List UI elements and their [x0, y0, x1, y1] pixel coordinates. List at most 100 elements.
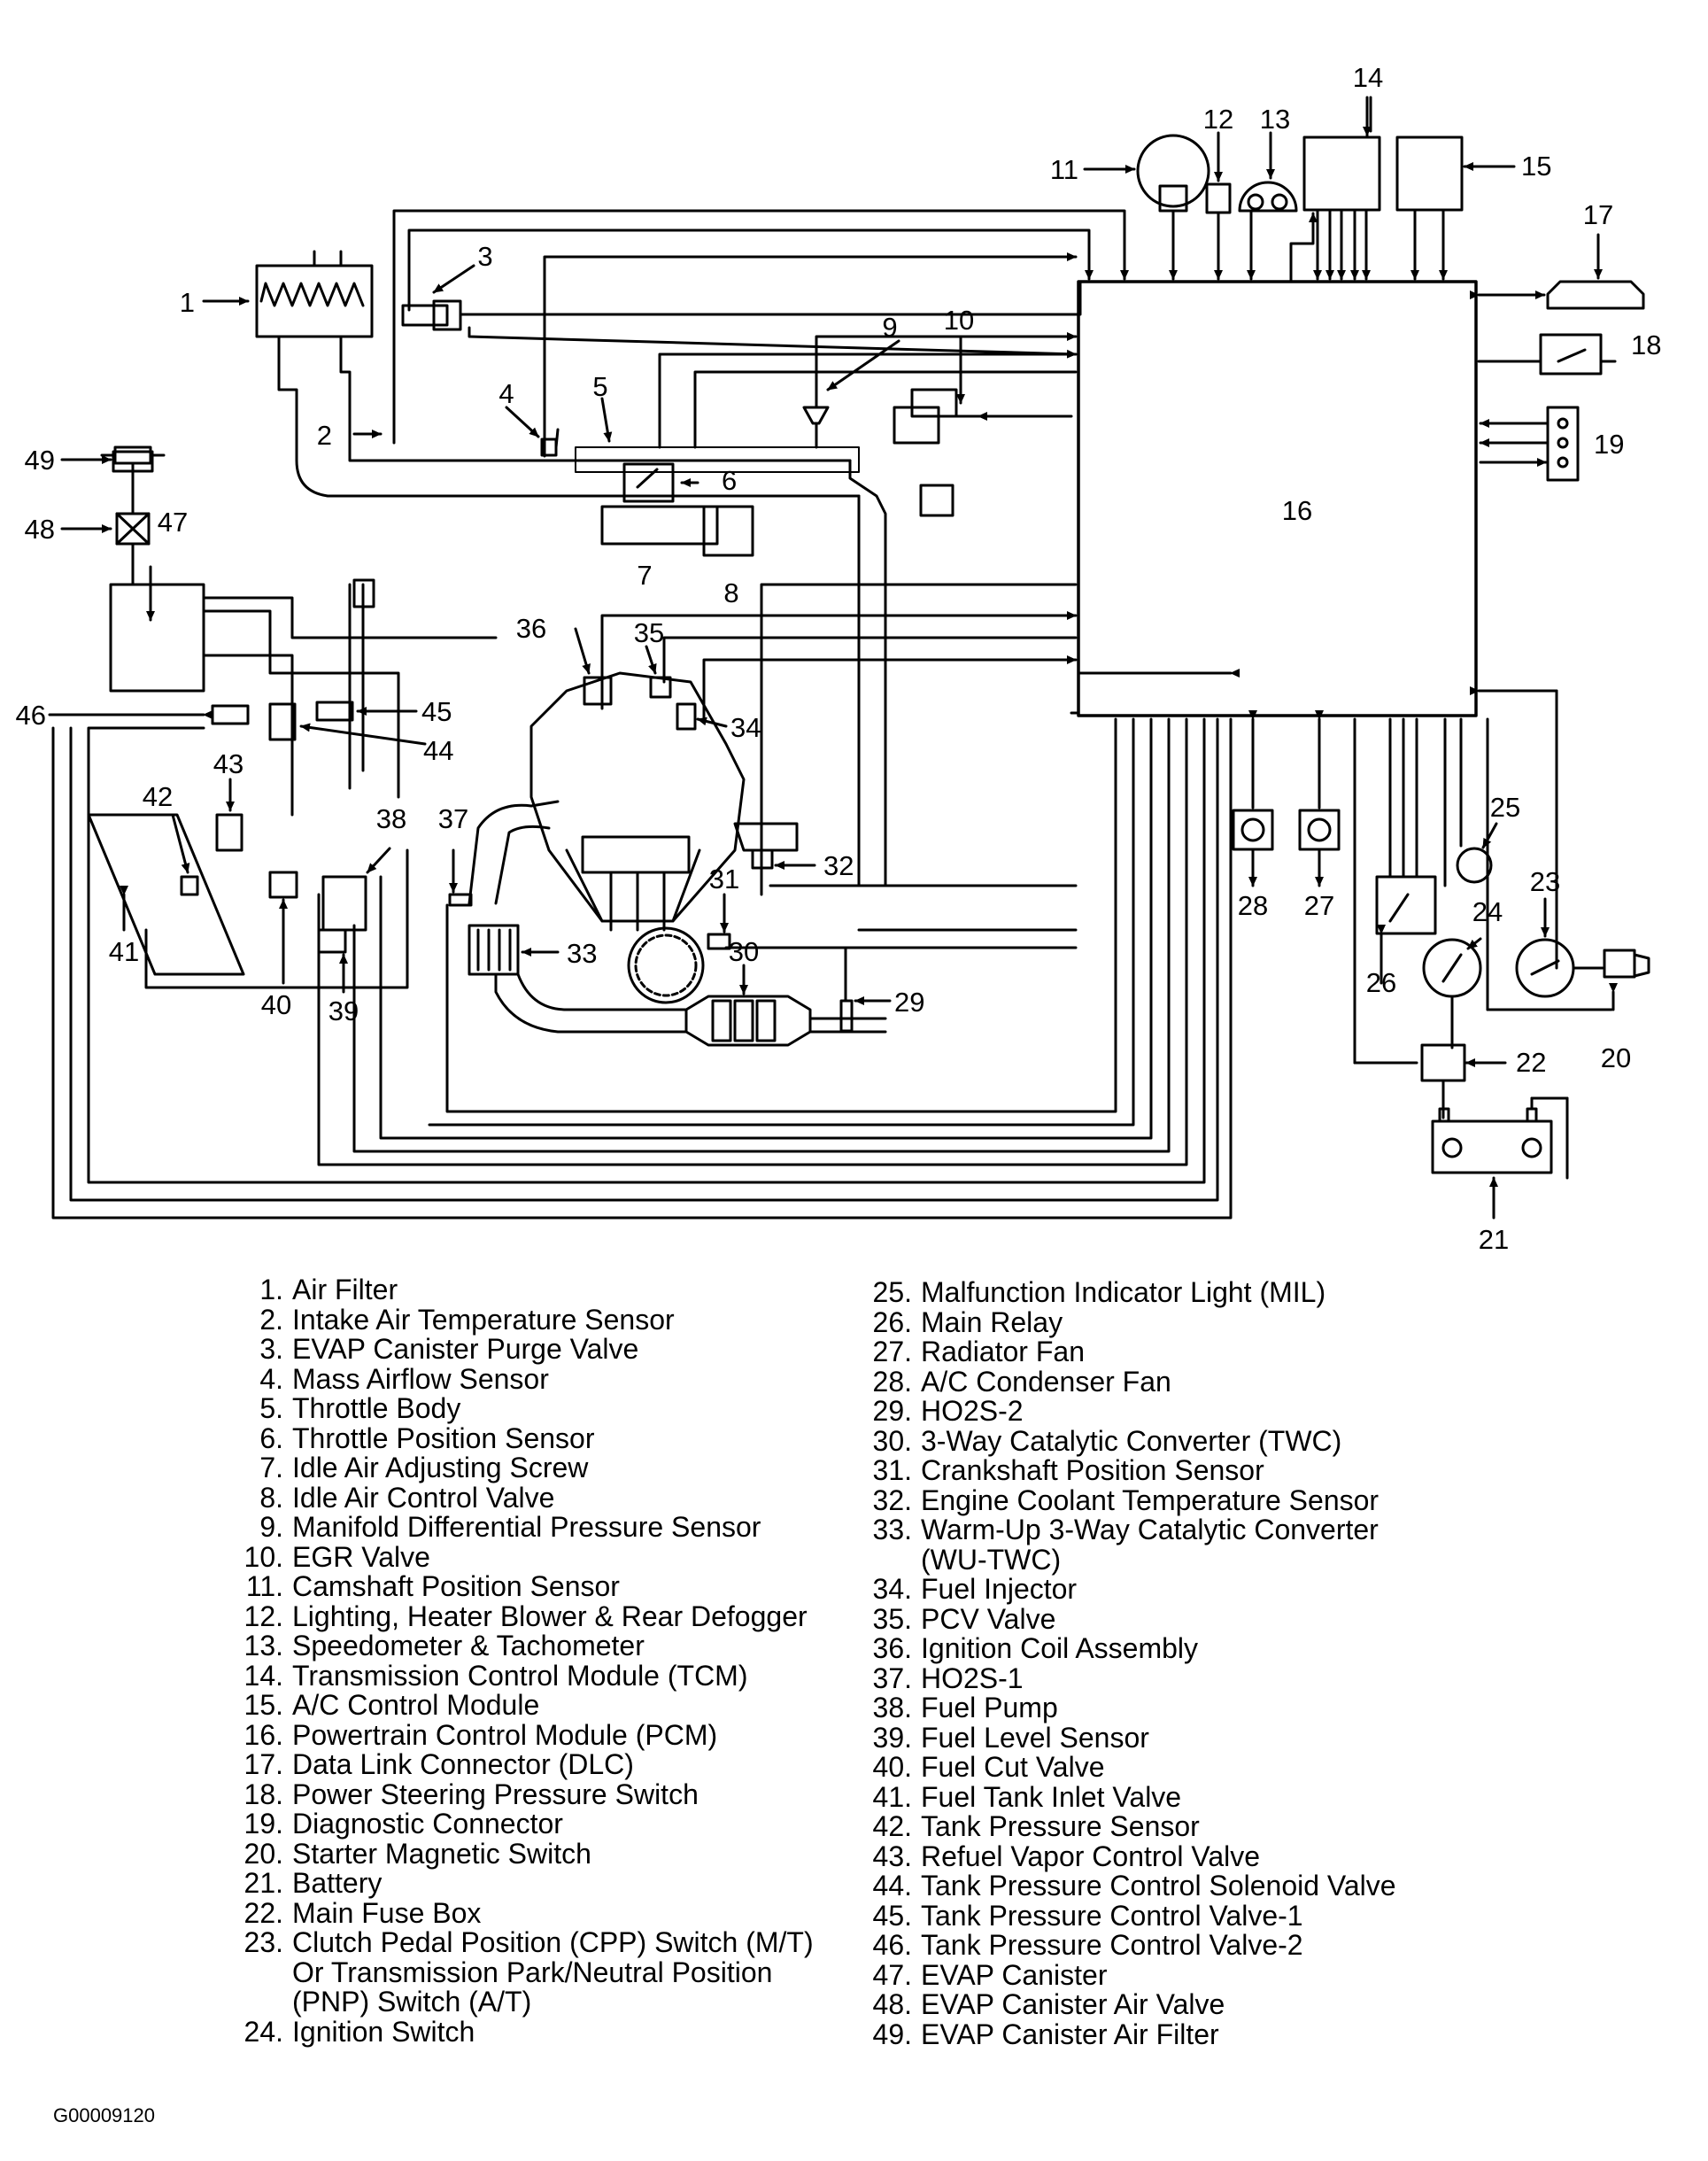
legend-right-column: 25.Malfunction Indicator Light (MIL)26.M… [841, 1276, 1396, 2050]
legend-item-label: Or Transmission Park/Neutral Position [292, 1956, 773, 1988]
pcm-box [1077, 280, 1478, 717]
legend-item-label: Tank Pressure Control Solenoid Valve [921, 1870, 1396, 1902]
tcm-box [1302, 136, 1381, 212]
callout-6: 6 [722, 465, 737, 496]
legend-item: 46.Tank Pressure Control Valve-2 [841, 1930, 1396, 1961]
legend-item-label: Battery [292, 1867, 383, 1899]
legend-item-number: 13. [243, 1630, 283, 1661]
legend-item-label: Air Filter [292, 1274, 398, 1305]
legend-item-label: PCV Valve [921, 1602, 1056, 1635]
legend-item-label: Powertrain Control Module (PCM) [292, 1718, 718, 1751]
legend-item: 8.Idle Air Control Valve [213, 1483, 814, 1514]
legend-item-number: 37. [872, 1661, 912, 1694]
legend-item-label: HO2S-2 [921, 1395, 1024, 1427]
legend-item-number: 18. [243, 1778, 283, 1810]
legend-item-number: 23. [243, 1926, 283, 1958]
legend-item-number: 15. [243, 1689, 283, 1721]
legend-item-number: 25. [872, 1276, 912, 1308]
legend-item-number: 2. [259, 1303, 283, 1336]
legend-item-number: 35. [872, 1602, 912, 1635]
legend-item-label: Main Fuse Box [292, 1896, 482, 1929]
callout-10: 10 [944, 305, 974, 336]
legend-item-number: 3. [259, 1333, 283, 1365]
legend-item-number: 48. [872, 1988, 912, 2020]
legend-item: 27.Radiator Fan [841, 1336, 1396, 1367]
figure-id: G00009120 [53, 2104, 155, 2126]
legend-item: 37.HO2S-1 [841, 1661, 1396, 1694]
legend-item-number: 4. [259, 1362, 283, 1395]
ac-module-box [1395, 136, 1464, 212]
legend-item-label: (WU-TWC) [921, 1543, 1062, 1576]
legend-item-label: Tank Pressure Sensor [921, 1810, 1200, 1842]
legend-item: (WU-TWC) [841, 1545, 1396, 1576]
legend-item-label: Engine Coolant Temperature Sensor [921, 1483, 1380, 1516]
legend-item: 4. Mass Airflow Sensor [213, 1362, 814, 1395]
legend-item: (PNP) Switch (A/T) [213, 1987, 814, 2018]
throttle-position-sensor [622, 462, 675, 503]
callout-40: 40 [261, 989, 291, 1020]
callout-29: 29 [894, 987, 924, 1018]
legend-item-label: Starter Magnetic Switch [292, 1837, 591, 1870]
callout-2: 2 [317, 420, 332, 451]
callout-31: 31 [709, 864, 739, 895]
legend-item-label: Camshaft Position Sensor [292, 1570, 620, 1602]
legend-item-number: 49. [872, 2018, 912, 2050]
legend-item: 1.Air Filter [213, 1274, 814, 1305]
callout-12: 12 [1203, 104, 1233, 135]
legend-item: 9.Manifold Differential Pressure Sensor [213, 1512, 814, 1543]
callout-5: 5 [592, 371, 607, 402]
legend-item-number: 11. [245, 1570, 283, 1602]
legend-item-number: 36. [872, 1632, 912, 1664]
legend-item-number: 41. [872, 1780, 912, 1813]
legend-item-number: 6. [259, 1421, 283, 1454]
legend-item-label: Mass Airflow Sensor [292, 1362, 549, 1395]
legend-item-label: Idle Air Adjusting Screw [292, 1452, 589, 1483]
callout-33: 33 [567, 938, 597, 969]
legend-item-number: 12. [243, 1599, 283, 1632]
callout-13: 13 [1260, 104, 1290, 135]
callout-36: 36 [516, 613, 546, 644]
callout-1: 1 [180, 287, 195, 318]
callout-25: 25 [1490, 792, 1520, 823]
legend-item-label: Fuel Cut Valve [921, 1751, 1105, 1783]
legend-item-number: 34. [872, 1573, 912, 1605]
legend-item-number: 16. [243, 1718, 283, 1751]
legend-item: 49.EVAP Canister Air Filter [841, 2018, 1396, 2050]
legend-item: 44. Tank Pressure Control Solenoid Valve [841, 1871, 1396, 1902]
legend-item: 15.A/C Control Module [213, 1689, 814, 1721]
legend-item-label: Throttle Position Sensor [292, 1421, 595, 1454]
legend-item: 14. Transmission Control Module (TCM) [213, 1661, 814, 1692]
legend-item-label: Refuel Vapor Control Valve [921, 1840, 1261, 1872]
legend-item: 17.Data Link Connector (DLC) [213, 1749, 814, 1780]
legend-item: 29.HO2S-2 [841, 1395, 1396, 1427]
legend-item-label: Power Steering Pressure Switch [292, 1778, 699, 1810]
legend-item-number: 28. [872, 1365, 912, 1398]
legend-item-number: 42. [872, 1810, 912, 1842]
callout-44: 44 [423, 735, 453, 766]
legend-item: 38.Fuel Pump [841, 1692, 1396, 1723]
legend-item-number: 24. [243, 2015, 283, 2048]
crankshaft-trigger-wheel [627, 926, 705, 1004]
callout-32: 32 [823, 850, 854, 881]
legend-item-label: Radiator Fan [921, 1336, 1085, 1367]
legend-item: 30.3-Way Catalytic Converter (TWC) [841, 1424, 1396, 1457]
legend-item: 3.EVAP Canister Purge Valve [213, 1333, 814, 1365]
callout-39: 39 [328, 995, 359, 1026]
camshaft-sensor-dial [1136, 134, 1210, 208]
battery [1431, 1119, 1553, 1174]
legend-item-number: 30. [872, 1424, 912, 1457]
legend-item-label: Main Relay [921, 1305, 1063, 1338]
legend-item-label: Throttle Body [292, 1392, 461, 1424]
callout-20: 20 [1601, 1042, 1631, 1073]
legend-item-number: 14. [243, 1659, 283, 1692]
legend-item-label: Transmission Control Module (TCM) [292, 1659, 748, 1692]
legend-item-number: 45. [872, 1899, 912, 1932]
legend-item: 28.A/C Condenser Fan [841, 1367, 1396, 1398]
legend-item-number: 19. [243, 1808, 283, 1840]
legend-item-number: 44. [872, 1870, 912, 1902]
callout-21: 21 [1479, 1224, 1509, 1255]
legend-item: 7.Idle Air Adjusting Screw [213, 1452, 814, 1483]
legend-item: 20.Starter Magnetic Switch [213, 1837, 814, 1870]
legend-item: 35. PCV Valve [841, 1602, 1396, 1635]
